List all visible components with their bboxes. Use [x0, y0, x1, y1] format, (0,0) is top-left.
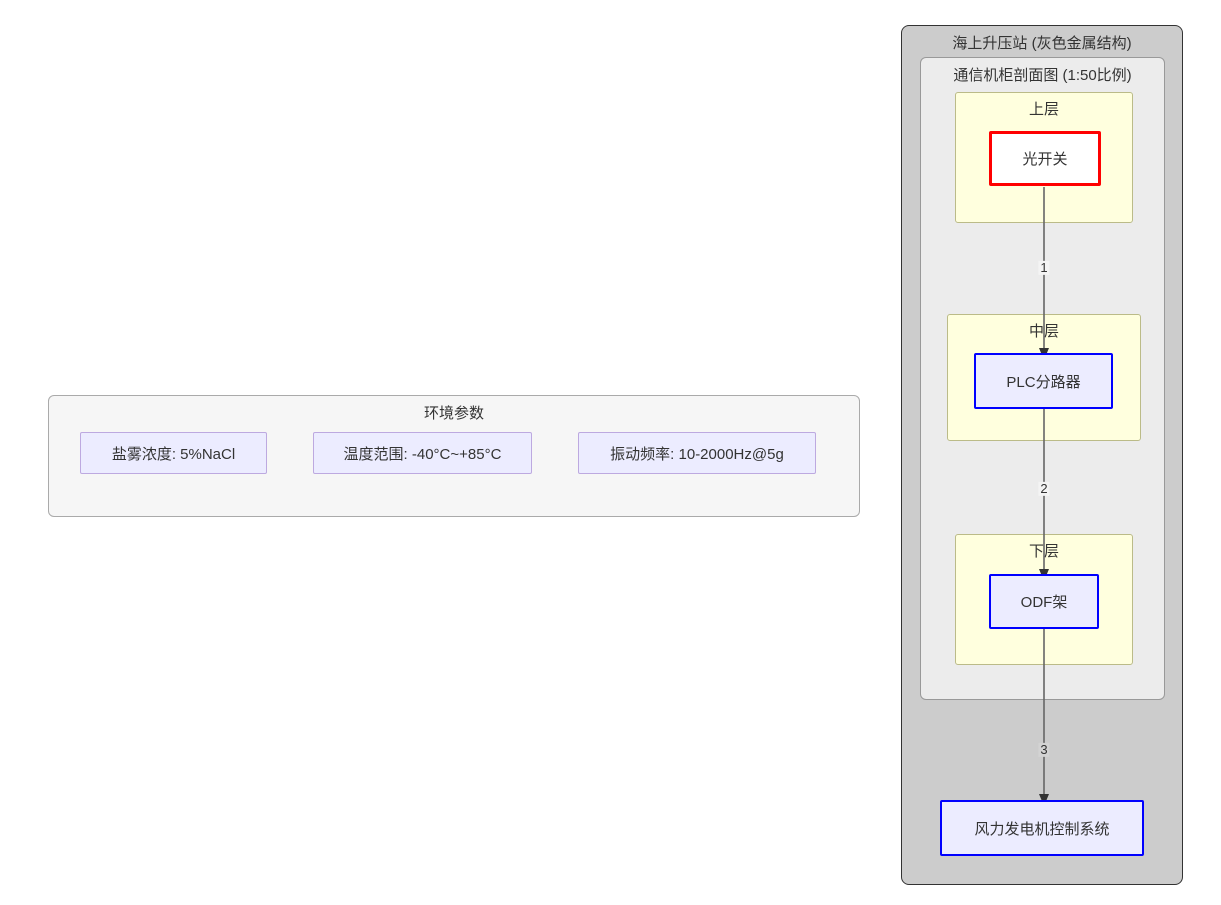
param-temperature-range[interactable]: 温度范围: -40°C~+85°C: [313, 432, 532, 474]
param-salt-spray-label: 盐雾浓度: 5%NaCl: [111, 445, 236, 463]
node-plc-splitter[interactable]: PLC分路器: [974, 353, 1113, 409]
param-salt-spray-concentration[interactable]: 盐雾浓度: 5%NaCl: [80, 432, 267, 474]
edge-label-2: 2: [1038, 480, 1050, 497]
param-vibration-label: 振动频率: 10-2000Hz@5g: [610, 445, 784, 463]
node-wind-turbine-control-system[interactable]: 风力发电机控制系统: [940, 800, 1144, 856]
subgraph-upper-layer-label: 上层: [1028, 101, 1059, 118]
edge-label-1: 1: [1038, 259, 1050, 276]
param-vibration-frequency[interactable]: 振动频率: 10-2000Hz@5g: [578, 432, 816, 474]
node-odf-rack-label: ODF架: [1020, 594, 1068, 611]
subgraph-communication-cabinet-label: 通信机柜剖面图 (1:50比例): [953, 67, 1132, 84]
edge-label-3: 3: [1038, 741, 1050, 758]
node-wind-turbine-control-system-label: 风力发电机控制系统: [974, 820, 1110, 838]
node-plc-splitter-label: PLC分路器: [1006, 373, 1081, 391]
subgraph-offshore-substation-label: 海上升压站 (灰色金属结构): [952, 35, 1132, 52]
node-optical-switch-label: 光开关: [1022, 151, 1068, 168]
node-odf-rack[interactable]: ODF架: [989, 574, 1099, 629]
param-temperature-label: 温度范围: -40°C~+85°C: [343, 445, 502, 463]
environment-panel-title: 环境参数: [423, 405, 484, 422]
subgraph-middle-layer-label: 中层: [1028, 323, 1059, 340]
subgraph-lower-layer-label: 下层: [1028, 543, 1059, 560]
node-optical-switch[interactable]: 光开关: [989, 131, 1101, 186]
